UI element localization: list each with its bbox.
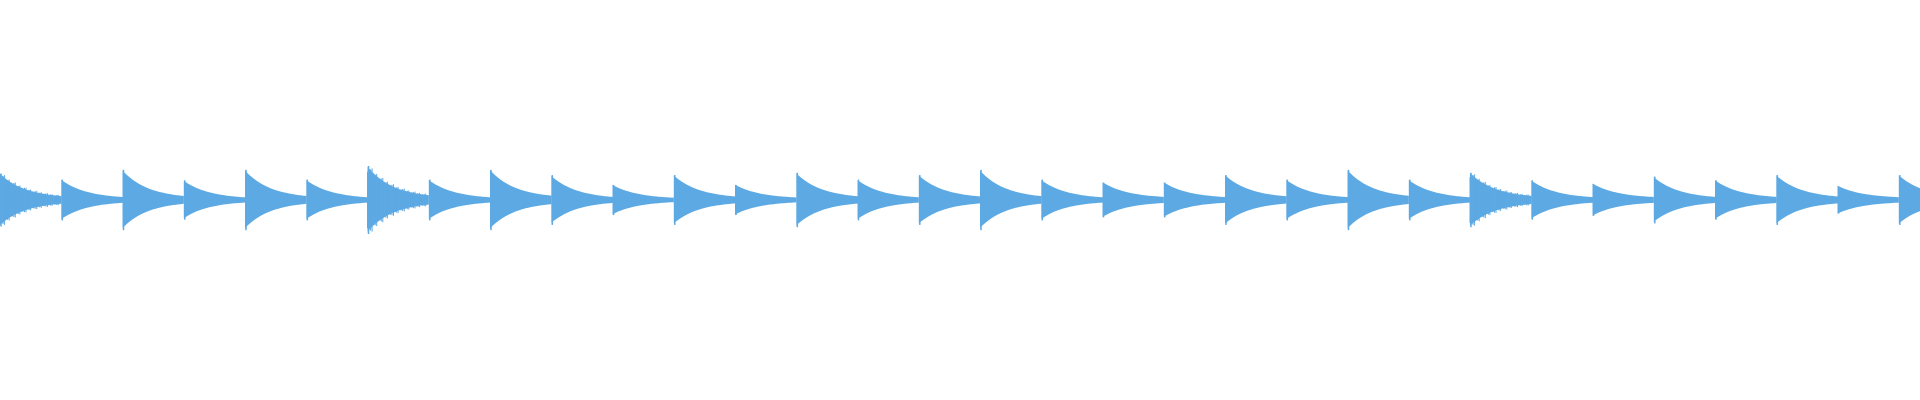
waveform-envelope (1225, 175, 1287, 224)
waveform-segment (980, 169, 1042, 231)
waveform-envelope (1837, 185, 1899, 214)
waveform-envelope (980, 170, 1042, 228)
waveform-envelope (183, 180, 245, 219)
waveform-segment (1837, 185, 1899, 214)
waveform-segment (183, 180, 245, 220)
waveform-segment (1531, 180, 1593, 220)
waveform-envelope (1102, 182, 1164, 217)
waveform-segment (245, 169, 307, 231)
waveform-envelope (490, 170, 552, 229)
waveform-segment (1163, 182, 1225, 218)
waveform-envelope (551, 175, 613, 223)
waveform-envelope (857, 180, 919, 219)
waveform-segment (1286, 179, 1348, 221)
waveform-segment (1041, 179, 1103, 221)
waveform-layer (0, 166, 1920, 234)
waveform-envelope (735, 184, 797, 215)
waveform-envelope (1592, 183, 1654, 216)
waveform-envelope (245, 170, 307, 228)
waveform-segment (612, 184, 674, 216)
waveform-segment (61, 179, 123, 221)
waveform-envelope (1715, 180, 1777, 219)
waveform-segment (1469, 172, 1532, 228)
waveform-segment (306, 179, 368, 221)
waveform-envelope (1531, 180, 1593, 219)
waveform-envelope (1163, 182, 1225, 217)
waveform-segment (1225, 175, 1287, 225)
waveform-envelope (673, 175, 735, 224)
waveform-segment (857, 179, 919, 221)
waveform-segment (490, 169, 552, 231)
waveform-segment (735, 184, 797, 216)
waveform-segment (0, 173, 62, 227)
waveform-envelope (122, 170, 184, 228)
waveform-envelope (612, 185, 674, 215)
waveform-envelope (918, 175, 980, 224)
waveform-envelope (1347, 170, 1409, 229)
waveform-envelope (1898, 175, 1920, 224)
waveform-segment (673, 175, 735, 225)
waveform-segment (1347, 169, 1409, 231)
waveform-envelope (306, 180, 368, 219)
waveform-envelope (1653, 177, 1715, 222)
waveform-envelope (796, 173, 858, 226)
waveform-envelope (428, 180, 490, 219)
waveform-segment (122, 169, 184, 231)
waveform-segment (1653, 176, 1715, 224)
waveform-envelope (1041, 180, 1103, 219)
waveform-envelope (1286, 179, 1348, 220)
waveform-segment (1776, 175, 1838, 225)
waveform-envelope (1776, 175, 1838, 224)
waveform-segment (1102, 182, 1164, 218)
waveform-segment (1715, 180, 1777, 220)
waveform-segment (796, 172, 858, 228)
waveform-envelope (1408, 180, 1470, 219)
waveform-envelope (61, 179, 123, 220)
waveform-segment (1408, 179, 1470, 221)
waveform-segment (428, 179, 490, 221)
waveform-segment (1898, 175, 1920, 225)
waveform-segment (367, 166, 429, 234)
waveform-segment (551, 175, 613, 225)
waveform-segment (1592, 183, 1654, 216)
waveform-segment (918, 175, 980, 225)
